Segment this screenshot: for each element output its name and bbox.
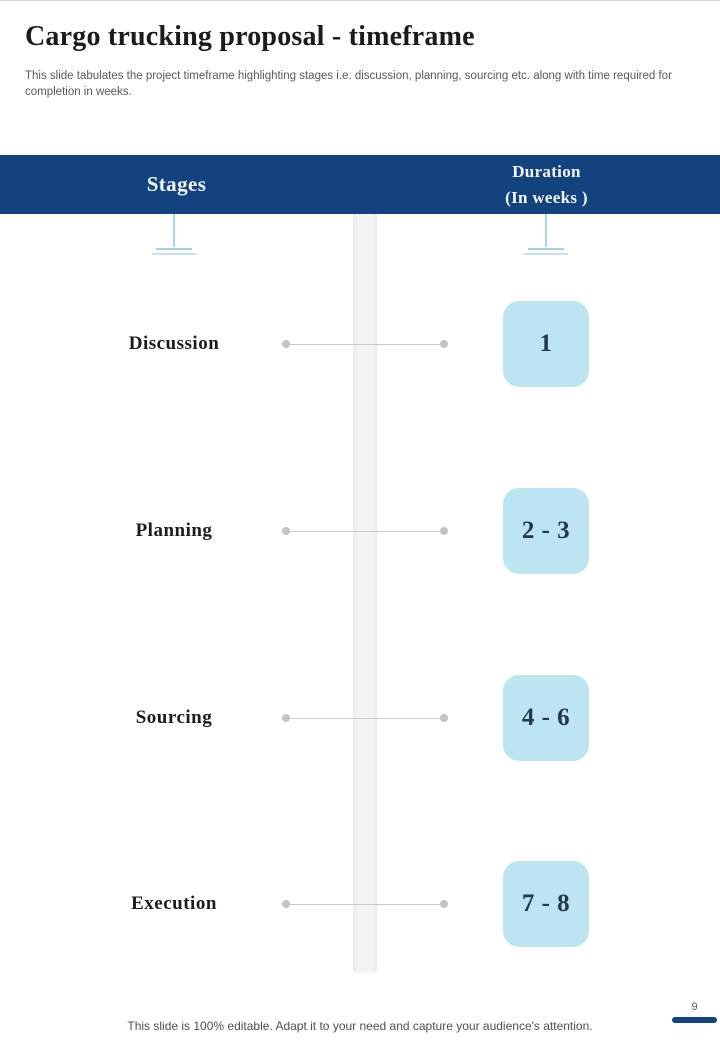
stage-label: Sourcing (135, 707, 213, 728)
anchor-pin-icon (150, 214, 198, 258)
page-number: 9 (691, 1001, 698, 1013)
pin-stem (173, 214, 175, 247)
column-header-stages: Stages (146, 172, 207, 196)
connector-dot-left (282, 526, 290, 535)
pin-bar (156, 248, 192, 250)
connector-dot-left (282, 713, 290, 722)
connector-line (282, 899, 448, 908)
connector-line (282, 339, 448, 348)
connector-line (282, 713, 448, 722)
pin-stem (545, 214, 547, 247)
duration-header-line1: Duration (512, 162, 581, 181)
stage-label: Discussion (128, 333, 220, 354)
connector-dot-left (282, 899, 290, 908)
page-number-underline (672, 1017, 717, 1023)
pin-bar (528, 248, 564, 250)
duration-box: 4 - 6 (503, 675, 589, 761)
stage-label: Planning (135, 520, 213, 541)
connector-dot-right (440, 526, 448, 535)
duration-box: 7 - 8 (503, 861, 589, 947)
anchor-pin-icon (522, 214, 570, 258)
pin-bar (524, 253, 568, 255)
slide-subtitle: This slide tabulates the project timefra… (25, 70, 672, 98)
duration-header-line2: (In weeks ) (505, 187, 588, 207)
pin-bar (152, 253, 196, 255)
timeline-vertical-bar (353, 214, 377, 973)
connector-dot-left (282, 339, 290, 348)
slide-title: Cargo trucking proposal - timeframe (25, 21, 475, 52)
connector-line (282, 526, 448, 535)
duration-box: 1 (503, 301, 589, 387)
slide-footer-note: This slide is 100% editable. Adapt it to… (127, 1019, 593, 1033)
table-header-bar: Stages Duration (In weeks ) (0, 155, 720, 214)
duration-box: 2 - 3 (503, 488, 589, 574)
connector-dot-right (440, 899, 448, 908)
stage-label: Execution (131, 893, 217, 914)
connector-dot-right (440, 339, 448, 348)
connector-dot-right (440, 713, 448, 722)
column-header-duration: Duration (In weeks ) (373, 155, 720, 214)
